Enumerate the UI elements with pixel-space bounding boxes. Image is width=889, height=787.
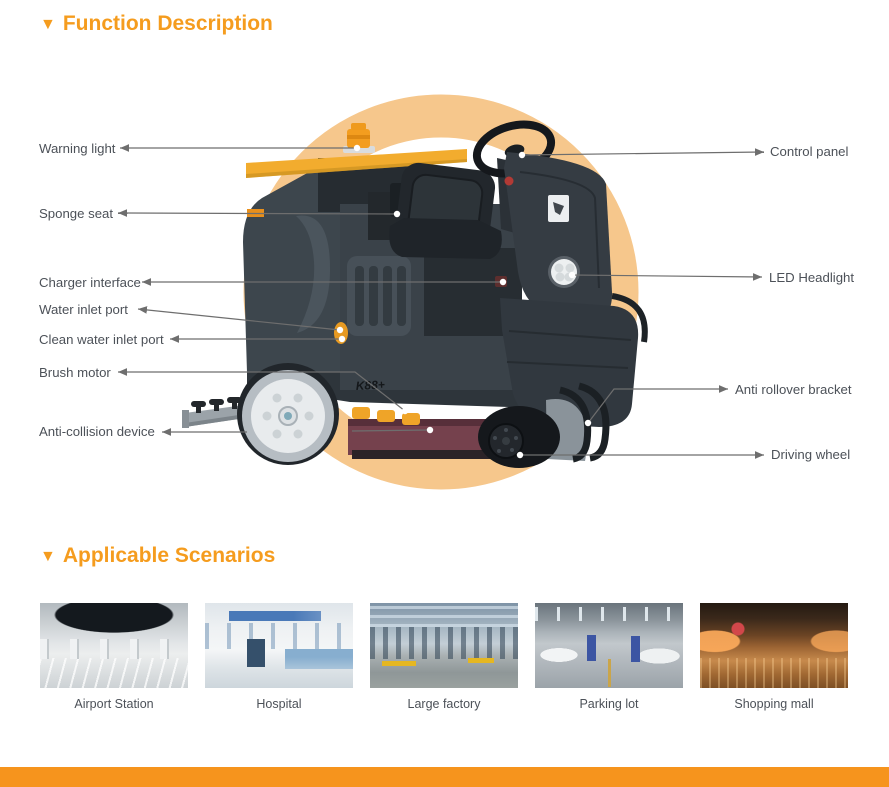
machine-front-wheel [242, 370, 334, 462]
scenario-caption-parking: Parking lot [579, 697, 639, 711]
machine-driving-wheel [478, 406, 560, 468]
machine-handle-tube [611, 293, 648, 343]
callout-label-clean-water-inlet-port: Clean water inlet port [39, 332, 164, 347]
scenario-card-mall: Shopping mall [700, 603, 848, 711]
callout-line-brush-motor [118, 368, 406, 412]
callout-label-control-panel: Control panel [770, 144, 849, 159]
machine-vents [355, 266, 406, 326]
machine-front-tower-contour [519, 171, 600, 289]
scenario-caption-mall: Shopping mall [734, 697, 814, 711]
callout-label-anti-rollover-bracket: Anti rollover bracket [735, 382, 852, 397]
triangle-marker-icon: ▼ [40, 16, 56, 33]
scenario-image-airport [40, 603, 188, 688]
callout-label-warning-light: Warning light [39, 141, 116, 156]
machine-rear-panel [296, 215, 331, 333]
callout-line-water-inlet-port [137, 306, 341, 331]
scenario-image-hospital [205, 603, 353, 688]
callout-label-led-headlight: LED Headlight [769, 270, 854, 285]
callout-label-charger-interface: Charger interface [39, 275, 141, 290]
scenario-card-factory: Large factory [370, 603, 518, 711]
callout-lines [117, 144, 765, 459]
function-section-heading: ▼ Function Description [40, 12, 273, 36]
footer-accent-bar [0, 767, 889, 787]
machine-model-text: K88+ [355, 377, 385, 393]
function-section-title: Function Description [62, 12, 273, 35]
machine-seat-cushion [389, 218, 502, 259]
callout-line-led-headlight [571, 273, 763, 281]
machine-shroud-creases [506, 330, 632, 369]
scenario-image-parking [535, 603, 683, 688]
scenario-row: Airport Station Hospital Large factory P… [40, 603, 848, 711]
machine-sticker-glyph [553, 202, 564, 215]
scenario-image-mall [700, 603, 848, 688]
callout-line-anti-collision-a [351, 429, 431, 432]
scenarios-section-title: Applicable Scenarios [62, 544, 276, 567]
callout-line-anti-rollover [587, 385, 728, 424]
callout-line-control-panel [521, 148, 765, 156]
scenarios-section-heading: ▼ Applicable Scenarios [40, 544, 275, 568]
scenario-card-hospital: Hospital [205, 603, 353, 711]
scenario-caption-hospital: Hospital [256, 697, 302, 711]
machine-led-headlight [548, 256, 580, 288]
callout-label-brush-motor: Brush motor [39, 365, 111, 380]
machine-front-shroud [500, 298, 639, 427]
callout-dots [336, 144, 592, 459]
callout-label-driving-wheel: Driving wheel [771, 447, 850, 462]
scenario-image-factory [370, 603, 518, 688]
machine-illustration: K88+ [182, 120, 648, 468]
callout-line-sponge-seat [117, 209, 398, 217]
scenario-card-parking: Parking lot [535, 603, 683, 711]
scenario-card-airport: Airport Station [40, 603, 188, 711]
scenario-caption-airport: Airport Station [74, 697, 154, 711]
machine-stop-button [504, 176, 514, 186]
machine-front-tower [504, 152, 613, 321]
machine-yellow-strip-shadow [246, 159, 467, 178]
callout-label-sponge-seat: Sponge seat [39, 206, 113, 221]
triangle-marker-icon: ▼ [40, 548, 56, 565]
callout-label-water-inlet-port: Water inlet port [39, 302, 128, 317]
callout-label-anti-collision-device: Anti-collision device [39, 424, 155, 439]
function-diagram: K88+ [39, 94, 854, 490]
machine-warning-light [347, 123, 370, 148]
scenario-caption-factory: Large factory [407, 697, 481, 711]
